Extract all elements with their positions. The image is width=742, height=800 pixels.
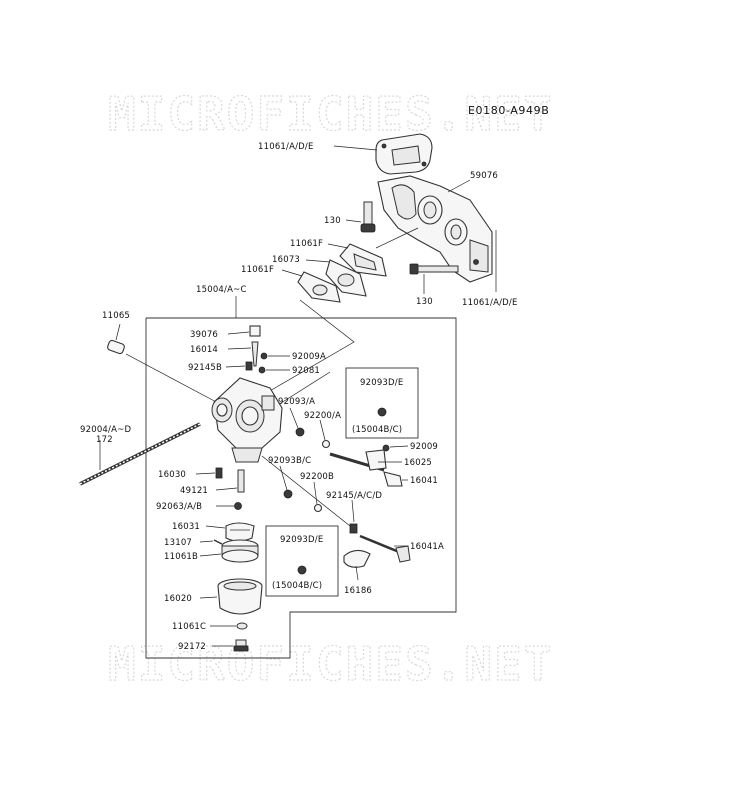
- manifold-part: [377, 175, 493, 283]
- stud-part: [79, 422, 201, 486]
- label-bolt-right: 130: [416, 297, 433, 307]
- note-box-2-ref: (15004B/C): [272, 581, 322, 591]
- pin-part: [213, 539, 223, 545]
- label-jet-49121: 49121: [180, 486, 208, 496]
- jet-49121-part: [237, 469, 245, 493]
- label-carb-assembly: 15004/A~C: [196, 285, 247, 295]
- bolt-right-part: [409, 263, 459, 275]
- label-jet: 16030: [158, 470, 186, 480]
- label-throttle-shaft: 16025: [404, 458, 432, 468]
- label-seal-a: 92093/A: [278, 397, 315, 407]
- spacer-part: [325, 259, 367, 297]
- lever-16041-part: [383, 471, 403, 487]
- washer-b-part: [313, 503, 323, 513]
- pipe-part: [107, 339, 125, 355]
- label-gasket-f1: 11061F: [290, 239, 323, 249]
- label-spacer: 16073: [272, 255, 300, 265]
- label-pipe: 11065: [102, 311, 130, 321]
- gasket-c-part: [236, 622, 248, 630]
- label-oring-a: 92009A: [292, 352, 326, 362]
- oring-a-part: [260, 352, 268, 360]
- label-spring-acd: 92145/A/C/D: [326, 491, 382, 501]
- label-gasket-c: 11061C: [172, 622, 206, 632]
- label-float: 16031: [172, 522, 200, 532]
- label-washer-b: 92200B: [300, 472, 334, 482]
- label-gasket-right: 11061/A/D/E: [462, 298, 518, 308]
- label-needle: 16014: [190, 345, 218, 355]
- note-box-1-part: 92093D/E: [360, 378, 403, 388]
- carb-group-frame: [145, 317, 457, 659]
- label-plate: 16186: [344, 586, 372, 596]
- needle-part: [251, 341, 259, 367]
- label-stud-length: 172: [96, 435, 113, 445]
- label-manifold: 59076: [470, 171, 498, 181]
- oring-ab-part: [234, 502, 242, 510]
- choke-lever-part: [359, 534, 411, 563]
- plug-part: [233, 639, 249, 652]
- label-bolt-left: 130: [324, 216, 341, 226]
- label-spring-81: 92081: [292, 366, 320, 376]
- label-washer-a: 92200/A: [304, 411, 341, 421]
- label-lever-16041: 16041: [410, 476, 438, 486]
- gasket-top-part: [375, 133, 433, 175]
- watermark-bottom: MICROFICHES.NET: [108, 637, 553, 691]
- carburetor-body-part: [211, 377, 283, 463]
- bowl-part: [217, 578, 263, 615]
- label-bowl: 16020: [164, 594, 192, 604]
- note-box-1-ref: (15004B/C): [352, 425, 402, 435]
- label-cap: 39076: [190, 330, 218, 340]
- label-pin: 13107: [164, 538, 192, 548]
- float-part: [225, 522, 255, 542]
- gasket-b-part: [221, 539, 259, 563]
- label-screw-92009: 92009: [410, 442, 438, 452]
- note-box-1: 92093D/E (15004B/C): [345, 367, 419, 439]
- label-oring-ab: 92063/A/B: [156, 502, 202, 512]
- label-gasket-b: 11061B: [164, 552, 198, 562]
- screw-92009-part: [382, 444, 390, 452]
- plate-part: [343, 549, 371, 568]
- spring-b-part: [245, 361, 253, 371]
- watermark-top: MICROFICHES.NET: [108, 87, 553, 141]
- label-spring-b: 92145B: [188, 363, 222, 373]
- label-seal-bc: 92093B/C: [268, 456, 311, 466]
- cap-part: [249, 325, 261, 337]
- label-choke-lever: 16041A: [410, 542, 444, 552]
- label-gasket-f2: 11061F: [241, 265, 274, 275]
- label-stud: 92004/A~D: [80, 425, 131, 435]
- jet-part: [215, 467, 223, 479]
- washer-a-part: [321, 439, 331, 449]
- note-box-2: 92093D/E (15004B/C): [265, 525, 339, 597]
- label-gasket-top: 11061/A/D/E: [258, 142, 314, 152]
- spring-acd-part: [349, 523, 358, 534]
- note-box-2-part: 92093D/E: [280, 535, 323, 545]
- spring-81-part: [258, 366, 266, 374]
- seal-a-part: [295, 427, 305, 437]
- throttle-shaft-part: [329, 449, 387, 472]
- seal-bc-part: [283, 489, 293, 499]
- label-plug: 92172: [178, 642, 206, 652]
- diagram-code: E0180-A949B: [468, 104, 549, 117]
- gasket-f1-part: [339, 243, 387, 277]
- bolt-left-part: [360, 201, 376, 233]
- gasket-f2-part: [297, 271, 341, 303]
